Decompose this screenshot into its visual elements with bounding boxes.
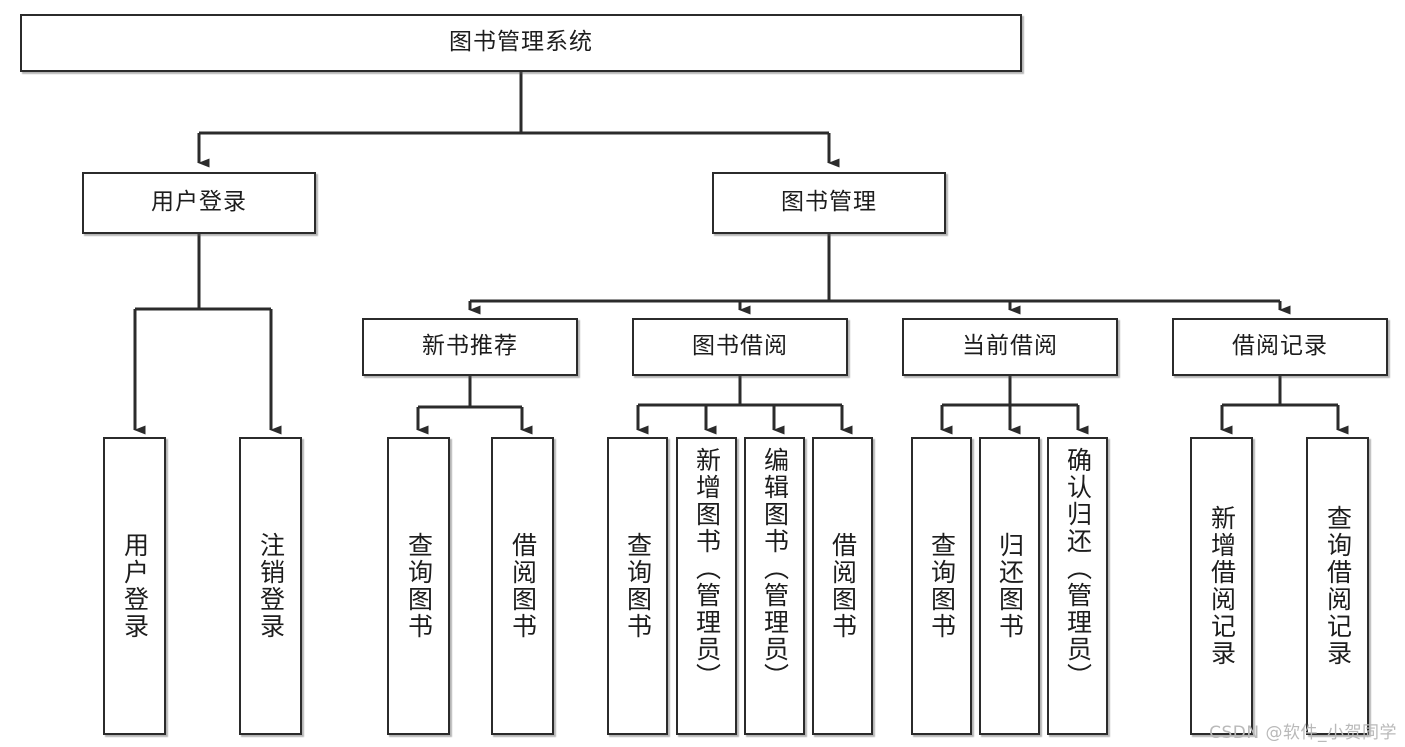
node-user-login[interactable]: 用户登录	[82, 172, 316, 234]
node-new-book-recommend-label: 新书推荐	[422, 333, 518, 360]
node-leaf-add-book-admin-label: 新增图书（管理员）	[692, 447, 722, 690]
node-leaf-logout-label: 注销登录	[256, 532, 286, 640]
node-leaf-borrow-borrow-book-label: 借阅图书	[828, 532, 858, 640]
node-leaf-newbook-borrow-book-label: 借阅图书	[508, 532, 538, 640]
node-leaf-query-borrow-record-label: 查询借阅记录	[1323, 505, 1353, 667]
node-leaf-newbook-query-book-label: 查询图书	[404, 532, 434, 640]
node-leaf-add-book-admin[interactable]: 新增图书（管理员）	[676, 437, 737, 735]
node-book-borrow-label: 图书借阅	[692, 333, 788, 360]
node-user-login-label: 用户登录	[151, 189, 247, 216]
node-root[interactable]: 图书管理系统	[20, 14, 1022, 72]
node-leaf-user-login-label: 用户登录	[120, 532, 150, 640]
node-current-borrow[interactable]: 当前借阅	[902, 318, 1118, 376]
node-leaf-current-query-book-label: 查询图书	[927, 532, 957, 640]
node-root-label: 图书管理系统	[449, 29, 593, 56]
node-book-management[interactable]: 图书管理	[712, 172, 946, 234]
node-leaf-confirm-return-admin[interactable]: 确认归还（管理员）	[1047, 437, 1108, 735]
node-leaf-edit-book-admin[interactable]: 编辑图书（管理员）	[744, 437, 805, 735]
node-leaf-return-book-label: 归还图书	[995, 532, 1025, 640]
node-leaf-borrow-query-book-label: 查询图书	[623, 532, 653, 640]
node-leaf-edit-book-admin-label: 编辑图书（管理员）	[760, 447, 790, 690]
watermark-csdn: CSDN @软件_小贺同学	[1209, 723, 1397, 743]
node-current-borrow-label: 当前借阅	[962, 333, 1058, 360]
node-leaf-newbook-query-book[interactable]: 查询图书	[387, 437, 450, 735]
node-new-book-recommend[interactable]: 新书推荐	[362, 318, 578, 376]
node-leaf-query-borrow-record[interactable]: 查询借阅记录	[1306, 437, 1369, 735]
node-leaf-add-borrow-record[interactable]: 新增借阅记录	[1190, 437, 1253, 735]
node-borrow-record-label: 借阅记录	[1232, 333, 1328, 360]
node-leaf-borrow-borrow-book[interactable]: 借阅图书	[812, 437, 873, 735]
node-book-management-label: 图书管理	[781, 189, 877, 216]
node-leaf-return-book[interactable]: 归还图书	[979, 437, 1040, 735]
node-leaf-newbook-borrow-book[interactable]: 借阅图书	[491, 437, 554, 735]
node-leaf-current-query-book[interactable]: 查询图书	[911, 437, 972, 735]
node-borrow-record[interactable]: 借阅记录	[1172, 318, 1388, 376]
node-book-borrow[interactable]: 图书借阅	[632, 318, 848, 376]
node-leaf-add-borrow-record-label: 新增借阅记录	[1207, 505, 1237, 667]
node-leaf-confirm-return-admin-label: 确认归还（管理员）	[1063, 447, 1093, 690]
node-leaf-logout[interactable]: 注销登录	[239, 437, 302, 735]
node-leaf-borrow-query-book[interactable]: 查询图书	[607, 437, 668, 735]
node-leaf-user-login[interactable]: 用户登录	[103, 437, 166, 735]
